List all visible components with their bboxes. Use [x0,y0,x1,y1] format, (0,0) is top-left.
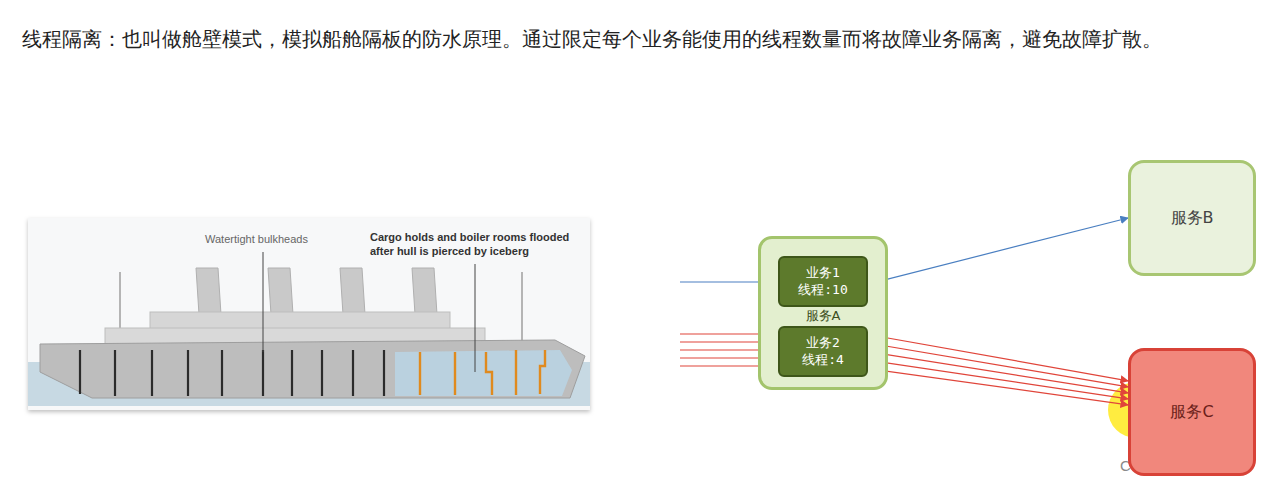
node-text: 服务C [1170,401,1213,423]
node-text: 线程:10 [798,282,847,300]
hull [40,340,585,398]
business-box: 业务1线程:10 [778,256,868,307]
node-text: 服务A [806,307,841,325]
service-box: 业务1线程:10 业务2线程:4 服务A [758,236,888,390]
request-connector [868,343,1128,387]
bulkheads [80,350,384,396]
request-connector [868,218,1128,284]
node-label-group: 业务1线程:10 [798,264,847,299]
node-text: 业务2 [802,334,844,352]
node-text: 服务B [1171,207,1214,229]
leader-label: Cargo holds and boiler rooms flooded aft… [370,230,592,259]
request-connector [868,360,1128,399]
node-text: 业务1 [798,264,847,282]
node-label-group: 服务A [806,307,841,325]
request-connector [868,369,1128,405]
business-box: 业务2线程:4 [778,326,868,377]
node-text: 线程:4 [802,352,844,370]
node-label-group: 服务C [1170,401,1213,423]
flooded-compartments [395,350,572,396]
leader-label: Watertight bulkheads [205,232,308,246]
boat-deck [150,312,450,330]
node-label-group: 业务2线程:4 [802,334,844,369]
caption: 线程隔离：也叫做舱壁模式，模拟船舱隔板的防水原理。通过限定每个业务能使用的线程数… [22,20,1272,58]
mast [521,272,523,345]
leader-line [475,264,476,372]
flooded-bulkheads [420,350,545,395]
node-label-group: 服务B [1171,207,1214,229]
leader-line [263,252,264,352]
failed-service-box: 服务C [1128,348,1256,476]
service-box: 服务B [1128,160,1256,276]
